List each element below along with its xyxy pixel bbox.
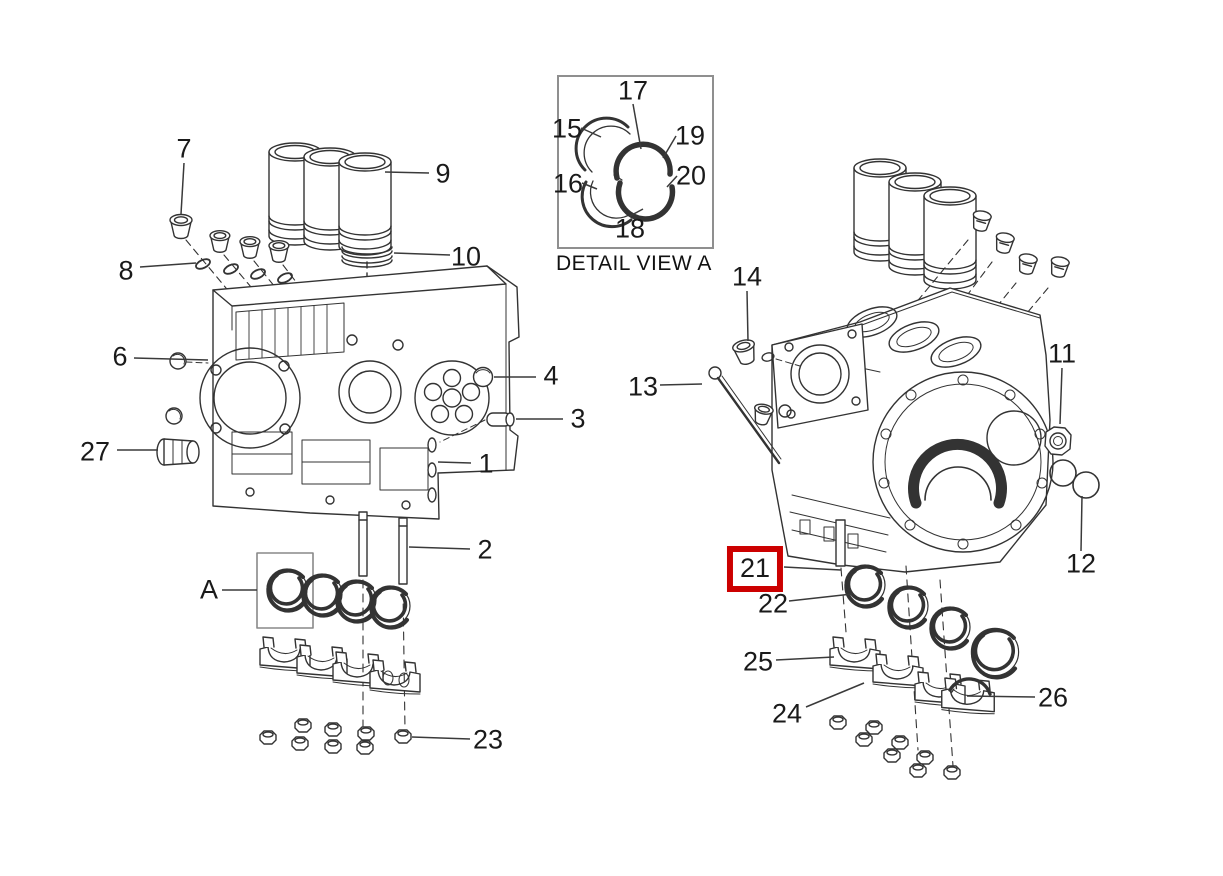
hex-plug-27 [157, 439, 199, 465]
callout-4[interactable]: 4 [543, 360, 559, 391]
callout-2[interactable]: 2 [477, 534, 493, 565]
callout-6[interactable]: 6 [112, 341, 128, 372]
dipstick [709, 367, 781, 463]
engine-block-right [772, 288, 1053, 572]
callout-14[interactable]: 14 [731, 261, 763, 292]
callout-21-highlighted[interactable]: 21 [726, 546, 784, 592]
callout-17[interactable]: 17 [617, 75, 649, 106]
callout-13[interactable]: 13 [627, 371, 659, 402]
detail-view-caption: DETAIL VIEW A [556, 252, 712, 275]
callout-15[interactable]: 15 [551, 113, 583, 144]
callout-25[interactable]: 25 [742, 646, 774, 677]
callout-23[interactable]: 23 [472, 724, 504, 755]
callout-18[interactable]: 18 [614, 213, 646, 244]
callout-11[interactable]: 11 [1047, 338, 1077, 369]
plug-14 [730, 337, 800, 368]
cup-plugs-side [166, 353, 208, 424]
callout-24[interactable]: 24 [771, 698, 803, 729]
callout-9[interactable]: 9 [435, 158, 451, 189]
callout-26[interactable]: 26 [1037, 682, 1069, 713]
callout-16[interactable]: 16 [552, 168, 584, 199]
left-assembly [157, 142, 519, 755]
studs-left [359, 512, 407, 730]
main-bearing-shells-left [257, 553, 412, 630]
plug-4-and-pin-3 [440, 368, 514, 443]
callout-A[interactable]: A [199, 574, 219, 605]
right-assembly [709, 158, 1099, 780]
callout-19[interactable]: 19 [674, 120, 706, 151]
ring-set [342, 247, 392, 276]
main-bearing-caps-right [829, 636, 995, 715]
main-bearing-caps-left [259, 636, 421, 695]
callout-1[interactable]: 1 [478, 448, 494, 479]
detail-view-frame [557, 75, 714, 249]
callout-22[interactable]: 22 [757, 588, 789, 619]
callout-27[interactable]: 27 [79, 436, 111, 467]
engine-block-left [200, 266, 519, 519]
nut-11-orings-12 [1045, 427, 1099, 498]
callout-20[interactable]: 20 [675, 160, 707, 191]
plug-with-oring [750, 402, 791, 428]
callout-7[interactable]: 7 [176, 133, 192, 164]
callout-3[interactable]: 3 [570, 403, 586, 434]
callout-10[interactable]: 10 [450, 241, 482, 272]
callout-12[interactable]: 12 [1065, 548, 1097, 579]
callout-8[interactable]: 8 [118, 255, 134, 286]
